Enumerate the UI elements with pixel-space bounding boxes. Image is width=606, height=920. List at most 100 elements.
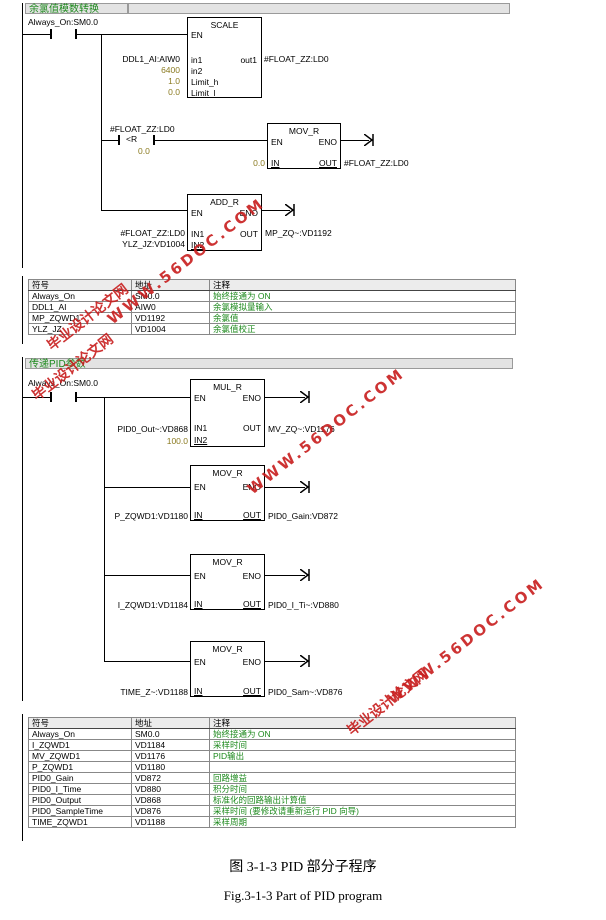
network1-title[interactable]: 余氯值模数转换: [25, 3, 128, 15]
mov1-title: MOV_R: [212, 468, 243, 478]
add-eno-wire: [262, 210, 290, 211]
cell-symbol: PID0_I_Time: [28, 783, 132, 795]
add-eno-pin: ENO: [239, 208, 258, 218]
cell-comment: 采样时间: [209, 739, 516, 751]
cell-comment: 余氯值校正: [209, 323, 516, 335]
compare-contact-right[interactable]: [153, 135, 155, 145]
mov1-output: PID0_Gain:VD872: [268, 511, 338, 521]
left-power-rail-2: [22, 357, 23, 701]
cell-address: VD876: [131, 805, 210, 817]
cell-symbol: Always_On: [28, 728, 132, 740]
col-symbol[interactable]: 符号: [28, 717, 132, 729]
cell-symbol: P_ZQWD1: [28, 761, 132, 773]
mov1-in-pin: IN: [194, 510, 203, 520]
mov-block-2[interactable]: MOV_R EN ENO IN OUT: [190, 554, 265, 610]
compare-contact-left[interactable]: [118, 135, 120, 145]
n1-contact-right[interactable]: [75, 29, 77, 39]
mov3-in-pin: IN: [194, 686, 203, 696]
n1-contact-label: Always_On:SM0.0: [28, 17, 98, 27]
n1-branch: [101, 34, 102, 210]
mov2-output: PID0_I_Ti~:VD880: [268, 600, 339, 610]
mov1-input: P_ZQWD1:VD1180: [114, 511, 188, 521]
scale-input-limith: 1.0: [168, 76, 180, 86]
mov2-en-pin: EN: [194, 571, 206, 581]
mov-block-1[interactable]: MOV_R EN ENO IN OUT: [190, 465, 265, 521]
network2-title[interactable]: 传递PID参数: [25, 358, 513, 370]
mov2-out-pin: OUT: [243, 599, 261, 609]
col-address[interactable]: 地址: [131, 717, 210, 729]
cell-comment: 采样周期: [209, 816, 516, 828]
n1-mov-en-pin: EN: [271, 137, 283, 147]
cell-address: VD1176: [131, 750, 210, 762]
scale-input-limitl: 0.0: [168, 87, 180, 97]
compare-operand: #FLOAT_ZZ:LD0: [110, 124, 175, 134]
add-output: MP_ZQ~:VD1192: [265, 228, 332, 238]
n1-mov-out-pin: OUT: [319, 158, 337, 168]
mul-input-in1: PID0_Out~:VD868: [117, 424, 188, 434]
figure-caption-en: Fig.3-1-3 Part of PID program: [223, 888, 383, 903]
mul-output: MV_ZQ~:VD1176: [268, 424, 335, 434]
mov-block-3[interactable]: MOV_R EN ENO IN OUT: [190, 641, 265, 697]
n2-contact-label: Always_On:SM0.0: [28, 378, 98, 388]
mov1-eno-pin: ENO: [242, 482, 261, 492]
n1-contact-left[interactable]: [50, 29, 52, 39]
mov1-en-pin: EN: [194, 482, 206, 492]
mul-block[interactable]: MUL_R EN ENO IN1 IN2 OUT: [190, 379, 265, 447]
mov2-eno-wire: [265, 575, 305, 576]
cell-address: SM0.0: [131, 728, 210, 740]
mov2-title: MOV_R: [212, 557, 243, 567]
mov2-in-pin: IN: [194, 599, 203, 609]
left-power-rail-1: [22, 3, 23, 268]
mul-input-in2: 100.0: [166, 436, 188, 446]
n1-wire-main: [76, 34, 188, 35]
n2-contact-left[interactable]: [50, 392, 52, 402]
mov3-out-pin: OUT: [243, 686, 261, 696]
mul-eno-pin: ENO: [242, 393, 261, 403]
mul-end-arrow-icon: [300, 391, 310, 403]
mul-in1-pin: IN1: [194, 423, 208, 433]
add-block[interactable]: ADD_R EN ENO IN1 IN2 OUT: [187, 194, 262, 251]
n1-mov-block[interactable]: MOV_R EN ENO IN OUT: [267, 123, 341, 169]
cell-symbol: TIME_ZQWD1: [28, 816, 132, 828]
n2-contact-right[interactable]: [75, 392, 77, 402]
left-power-rail-1b: [22, 276, 23, 344]
add-input-in2: YLZ_JZ:VD1004: [122, 239, 185, 249]
scale-input-in1: DDL1_AI:AIW0: [122, 54, 180, 64]
mul-in2-pin: IN2: [194, 435, 208, 445]
mov3-eno-wire: [265, 661, 305, 662]
cell-address: VD1180: [131, 761, 210, 773]
n1-mov-eno-wire: [341, 140, 369, 141]
scale-in2-pin: in2: [191, 66, 203, 76]
n1-mov-end-arrow-icon: [364, 134, 374, 146]
col-comment[interactable]: 注释: [209, 717, 516, 729]
cell-symbol: MV_ZQWD1: [28, 750, 132, 762]
network1-title-bar: [128, 3, 510, 14]
mul-out-pin: OUT: [243, 423, 261, 433]
cell-comment: 积分时间: [209, 783, 516, 795]
scale-en-pin: EN: [191, 30, 203, 40]
cell-comment: 标准化的回路输出计算值: [209, 794, 516, 806]
compare-wire-out: [154, 140, 268, 141]
add-in1-pin: IN1: [191, 229, 205, 239]
scale-block[interactable]: SCALE EN in1 in2 Limit_h Limit_l out1: [187, 17, 262, 98]
n2-branch: [104, 397, 105, 661]
mov1-out-pin: OUT: [243, 510, 261, 520]
add-title: ADD_R: [210, 197, 239, 207]
cell-address: VD1184: [131, 739, 210, 751]
cell-symbol: PID0_Gain: [28, 772, 132, 784]
col-comment[interactable]: 注释: [209, 279, 516, 291]
cell-comment: 余氯值: [209, 312, 516, 324]
scale-input-in2: 6400: [161, 65, 180, 75]
